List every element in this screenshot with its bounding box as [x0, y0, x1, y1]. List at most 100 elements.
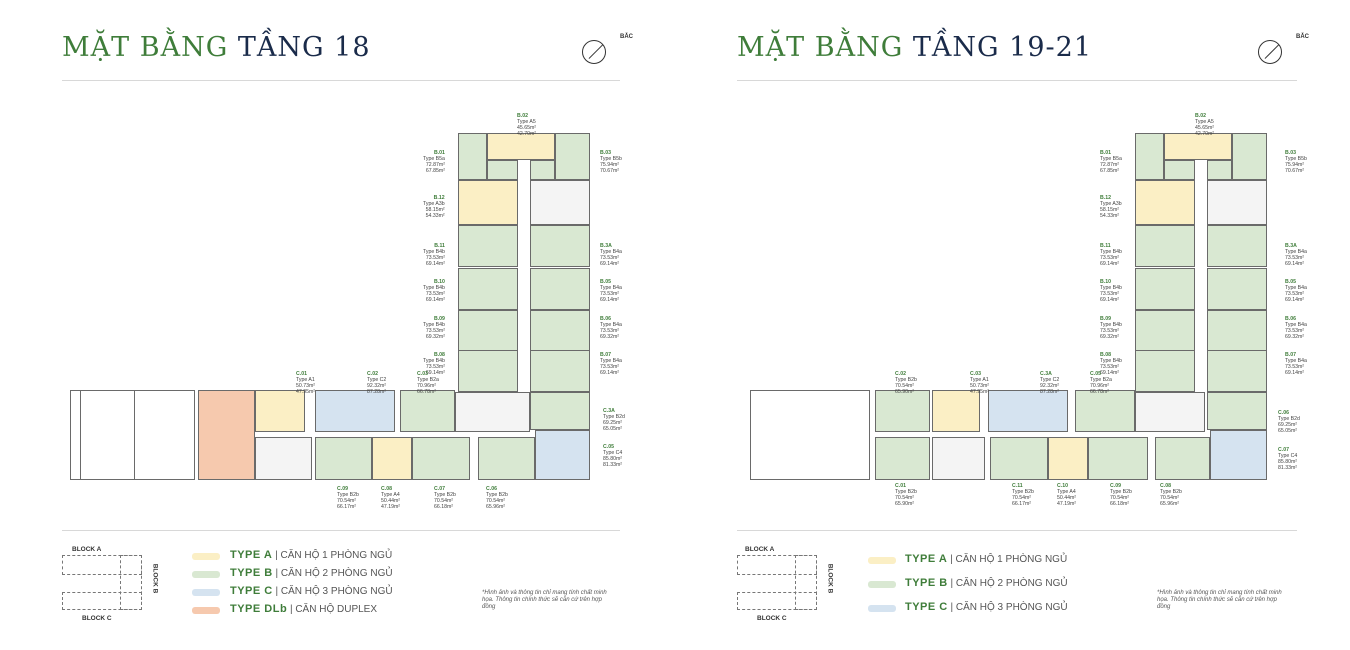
unit-code: B.11 — [434, 243, 445, 249]
unit-type: Type B2b — [486, 492, 508, 498]
unit-net: 69.14m² — [600, 370, 620, 376]
unit-net: 70.67m² — [600, 168, 620, 174]
unit-code: C.01 — [296, 371, 307, 377]
unit-gross: 45.65m² — [517, 125, 537, 131]
unit-gross: 50.73m² — [296, 383, 316, 389]
unit-type: Type A3b — [423, 201, 445, 207]
unit-b01 — [1135, 133, 1164, 180]
lift-core — [530, 180, 590, 225]
unit-code: C.05 — [1090, 371, 1101, 377]
page-title-right: MẶT BẰNG TẦNG 19-21 — [737, 32, 1092, 63]
unit-net: 67.85m² — [1100, 168, 1120, 174]
unit-net: 42.70m² — [1195, 131, 1215, 137]
unit-code: C.07 — [1278, 447, 1289, 453]
legend-item: TYPE B | CĂN HỘ 2 PHÒNG NGỦ — [905, 577, 1068, 589]
unit-b03 — [555, 133, 590, 180]
unit-gross: 69.25m² — [1278, 422, 1298, 428]
unit-net: 47.19m² — [381, 504, 401, 510]
unit-c07 — [1210, 430, 1267, 480]
unit-net: 69.14m² — [600, 297, 620, 303]
stair-core — [932, 437, 985, 480]
unit-type: Type A5 — [1195, 119, 1214, 125]
unit-code: B.3A — [600, 243, 612, 249]
unit-net: 69.32m² — [425, 334, 445, 340]
unit-type: Type A1 — [970, 377, 989, 383]
unit-b — [458, 225, 518, 267]
unit-b12 — [458, 180, 518, 225]
unit-gross: 73.53m² — [1285, 255, 1305, 261]
unit-type: Type B2b — [1110, 489, 1132, 495]
legend-item: TYPE C | CĂN HỘ 3 PHÒNG NGỦ — [230, 585, 393, 597]
unit-code: B.05 — [600, 279, 611, 285]
unit-type: Type B4b — [423, 358, 445, 364]
disclaimer: *Hình ảnh và thông tin chỉ mang tính chấ… — [482, 590, 607, 610]
unit-code: C.08 — [1160, 483, 1171, 489]
legend-swatch-type-dlb — [192, 607, 220, 614]
unit-net: 65.90m² — [895, 389, 915, 395]
unit-gross: 72.87m² — [1100, 162, 1120, 168]
unit-gross: 73.53m² — [600, 364, 620, 370]
unit-b — [530, 268, 590, 310]
unit-c02 — [315, 390, 395, 432]
unit-b — [1207, 268, 1267, 310]
unit-gross: 70.54m² — [486, 498, 506, 504]
unit-gross: 50.73m² — [970, 383, 990, 389]
legend-swatch-type-c — [192, 589, 220, 596]
unit-code: C.03 — [417, 371, 428, 377]
legend-swatch-type-c — [868, 605, 896, 612]
unit-c3a — [988, 390, 1068, 432]
unit-gross: 73.53m² — [600, 291, 620, 297]
unit-net: 47.19m² — [1057, 501, 1077, 507]
unit-code: B.02 — [1195, 113, 1206, 119]
unit-code: C.11 — [1012, 483, 1023, 489]
unit-type: Type B2b — [337, 492, 359, 498]
unit-net: 69.14m² — [425, 370, 445, 376]
unit-b — [530, 350, 590, 392]
unit-code: B.10 — [1100, 279, 1111, 285]
unit-net: 42.70m² — [517, 131, 537, 137]
legend-item: TYPE A | CĂN HỘ 1 PHÒNG NGỦ — [230, 549, 393, 561]
unit-type: Type B2d — [1278, 416, 1300, 422]
unit-c06 — [478, 437, 535, 480]
unit-code: B.10 — [433, 279, 445, 285]
unit-gross: 70.96m² — [1090, 383, 1110, 389]
unit-gross: 73.53m² — [425, 255, 445, 261]
unit-type: Type B5a — [423, 156, 445, 162]
unit-net: 65.05m² — [603, 426, 623, 432]
legend-swatch-type-b — [192, 571, 220, 578]
lift-core — [1135, 392, 1205, 432]
block-c-outline — [737, 592, 817, 610]
legend-item: TYPE B | CĂN HỘ 2 PHÒNG NGỦ — [230, 567, 393, 579]
unit-net: 69.14m² — [1285, 261, 1305, 267]
north-label: BẮC — [620, 34, 633, 40]
unit-net: 66.17m² — [337, 504, 357, 510]
unit-net: 81.33m² — [1278, 465, 1298, 471]
unit-code: C.09 — [337, 486, 348, 492]
unit-code: B.07 — [1285, 352, 1296, 358]
unit-gross: 73.53m² — [1100, 255, 1120, 261]
block-c-label: BLOCK C — [82, 615, 112, 622]
legend-item: TYPE C | CĂN HỘ 3 PHÒNG NGỦ — [905, 601, 1068, 613]
unit-b02 — [487, 133, 555, 160]
unit-type: Type A5 — [517, 119, 536, 125]
unit-duplex — [198, 390, 255, 480]
unit-type: Type B5b — [1285, 156, 1307, 162]
